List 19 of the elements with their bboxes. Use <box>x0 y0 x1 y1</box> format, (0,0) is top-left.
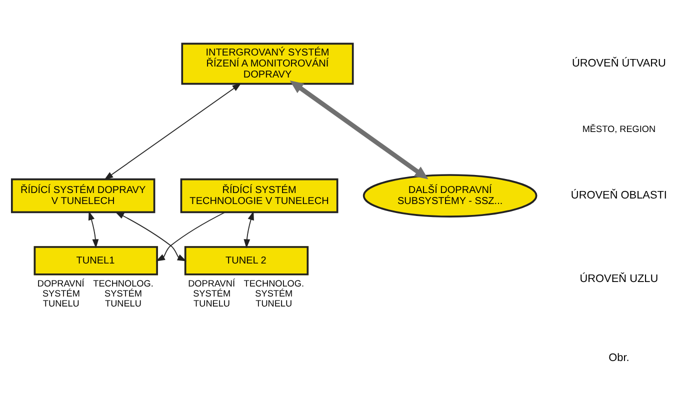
arrow <box>104 83 242 180</box>
node-box: ŘÍDÍCÍ SYSTÉM DOPRAVY V TUNELECH <box>10 178 156 214</box>
label: ÚROVEŇ ÚTVARU <box>572 58 666 70</box>
node-label: TECHNOLOG. SYSTÉM TUNELU <box>93 278 154 308</box>
arrow <box>88 210 99 248</box>
node-label: DOPRAVNÍ SYSTÉM TUNELU <box>188 278 235 308</box>
node-label: DOPRAVNÍ SYSTÉM TUNELU <box>37 278 84 308</box>
node-box: INTERGROVANÝ SYSTÉM ŘÍZENÍ A MONITOROVÁNÍ DOPRAVY <box>181 42 354 85</box>
label: Obr. <box>608 352 630 364</box>
label: ÚROVEŇ UZLU <box>580 272 658 285</box>
node-label: TECHNOLOG. SYSTÉM TUNELU <box>244 278 304 308</box>
label: MĚSTO, REGION <box>582 124 656 134</box>
arrow <box>290 80 428 180</box>
arrow <box>156 212 226 262</box>
node-box: ŘÍDÍCÍ SYSTÉM TECHNOLOGIE V TUNELECH <box>180 178 338 214</box>
arrow <box>244 210 254 248</box>
label: ÚROVEŇ OBLASTI <box>570 190 667 202</box>
arrow <box>114 212 187 262</box>
node-ellipse: DALŠÍ DOPRAVNÍ SUBSYSTÉMY - SSZ... <box>362 174 538 218</box>
